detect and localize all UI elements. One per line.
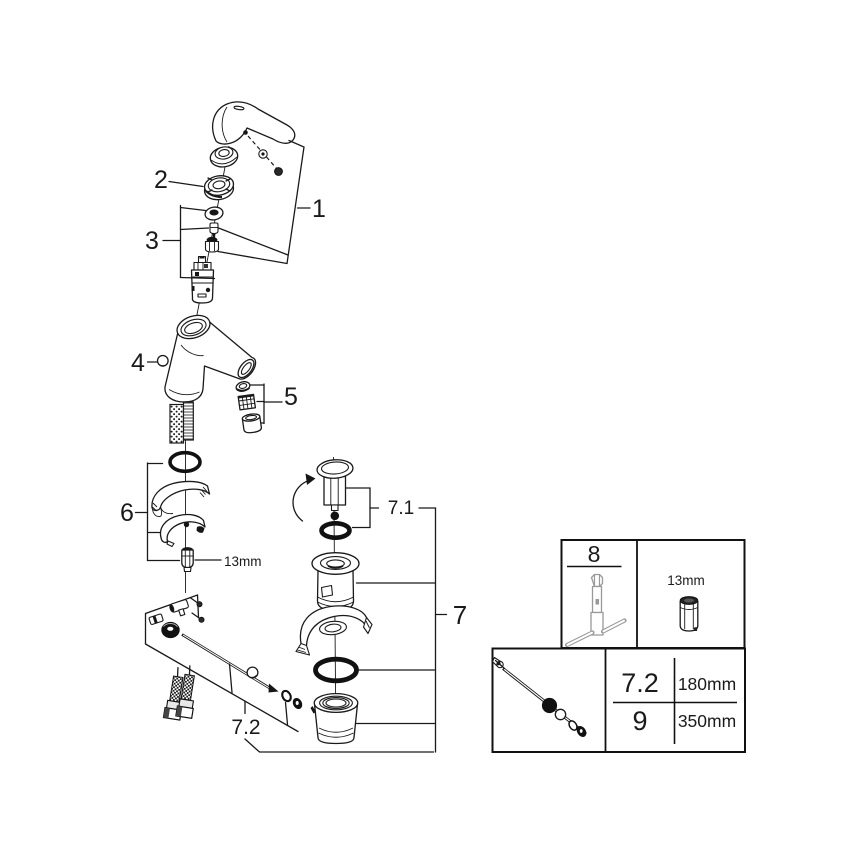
rotation-arrow-head: [305, 473, 316, 485]
lever-handle: [212, 101, 296, 145]
cap-ring: [209, 146, 239, 168]
callout-label-6: 6: [120, 499, 134, 527]
base-o-ring: [168, 450, 202, 474]
callout-label-3: 3: [145, 227, 159, 255]
rod-ball-joint: [246, 666, 259, 679]
dimension-row1-part: 7.2: [621, 668, 659, 698]
cartridge: [190, 255, 215, 304]
handle-flange-part2: [203, 175, 235, 201]
callout-7: 7: [418, 507, 467, 753]
lift-rod: [181, 633, 279, 693]
drain-cup: [310, 692, 359, 745]
perforated-shank: [169, 403, 185, 444]
faucet-body-group: [164, 314, 257, 444]
plug-stem: [323, 475, 347, 506]
socket-wrench-tool: [564, 573, 627, 648]
callout-1: 1: [217, 139, 326, 265]
callout-4: 4: [131, 349, 169, 377]
aerator-mesh: [237, 393, 257, 411]
dimension-row1-length: 180mm: [678, 674, 736, 694]
threaded-shank: [182, 401, 194, 441]
fixing-nut-13mm: [181, 547, 194, 573]
legend-tool-box: 8 13mm: [560, 539, 746, 649]
callout-2: 2: [154, 166, 204, 194]
drain-clamp: [295, 605, 373, 656]
plate-screw-2: [191, 612, 205, 623]
faucet-body: [164, 320, 257, 403]
callout-3: 3: [145, 204, 216, 280]
callout-7-2: 7.2: [144, 643, 435, 753]
callout-6: 6: [120, 462, 181, 562]
thumbnail-ball: [541, 697, 558, 714]
callout-5: 5: [249, 383, 298, 425]
handle-slot: [233, 105, 245, 111]
nut-size-label: 13mm: [224, 554, 262, 569]
tool-callout-label: 8: [588, 541, 601, 567]
valve-seat: [204, 240, 220, 253]
handle-screw-hole: [243, 130, 248, 135]
plug-tip-ball: [330, 511, 340, 521]
dimension-row2-part: 9: [632, 706, 647, 736]
fixing-kit-part6: 13mm 6: [120, 450, 262, 573]
callout-label-5: 5: [284, 383, 298, 411]
plate-screw-1: [189, 596, 203, 608]
callout-label-1: 1: [312, 195, 326, 223]
cartridge-kit-part3: [190, 206, 224, 304]
callout-7-1: 7.1: [345, 487, 414, 529]
rod-o-ring: [281, 689, 292, 703]
plug-o-ring: [319, 520, 352, 540]
aerator-kit-part5: 5: [235, 381, 298, 434]
drain-o-ring: [313, 656, 359, 684]
side-fitting: [148, 613, 164, 625]
dimension-row2-length: 350mm: [678, 711, 736, 731]
legend-size-box: 7.2 180mm 9 350mm: [491, 647, 746, 753]
rod-washer: [292, 697, 303, 710]
size-box-border: [491, 647, 746, 753]
rod-grommet: [161, 621, 180, 639]
rod-arrow-tip: [268, 683, 279, 693]
callout-label-7-1: 7.1: [388, 498, 414, 519]
popup-plug-group: 7.1: [292, 459, 414, 540]
rotation-arrow: [292, 479, 310, 522]
lift-rod-thumbnail: [491, 656, 587, 737]
fixing-wedge: [151, 480, 211, 517]
drain-flange-body: [311, 552, 360, 612]
dimension-table: 7.2 180mm 9 350mm: [613, 658, 737, 744]
aerator-housing: [241, 413, 262, 434]
lever-handle-group: [212, 101, 296, 176]
cartridge-screw: [209, 222, 219, 235]
callout-label-7: 7: [453, 600, 467, 630]
fixing-claw: [159, 513, 206, 548]
drain-assembly-group: 7: [295, 507, 467, 753]
dome-gasket: [209, 209, 219, 216]
handle-plug: [274, 167, 283, 176]
supply-hoses: [162, 665, 195, 721]
callout-label-7-2: 7.2: [231, 716, 260, 739]
cross-dowel: [169, 599, 189, 617]
mounting-bracket-group: [144, 594, 303, 710]
callout-label-2: 2: [154, 166, 168, 194]
socket-size-label: 13mm: [667, 573, 705, 588]
socket-bit: [679, 596, 699, 632]
callout-label-4: 4: [131, 349, 145, 377]
